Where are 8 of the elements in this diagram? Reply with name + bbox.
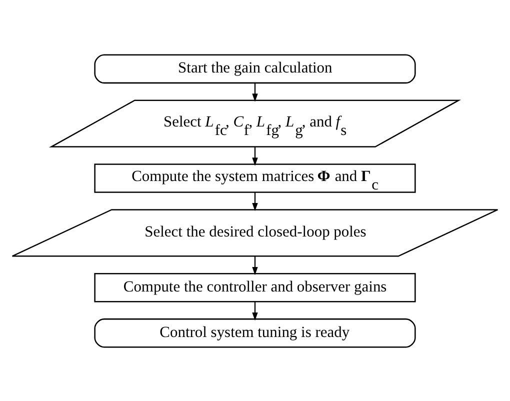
arrow (252, 192, 258, 211)
arrow (252, 301, 258, 320)
arrow (252, 146, 258, 166)
node-box: Compute the controller and observer gains (94, 272, 416, 302)
arrow (252, 256, 258, 275)
node-box: Start the gain calculation (94, 54, 416, 84)
node-box: Control system tuning is ready (94, 318, 416, 348)
arrow (252, 82, 258, 102)
